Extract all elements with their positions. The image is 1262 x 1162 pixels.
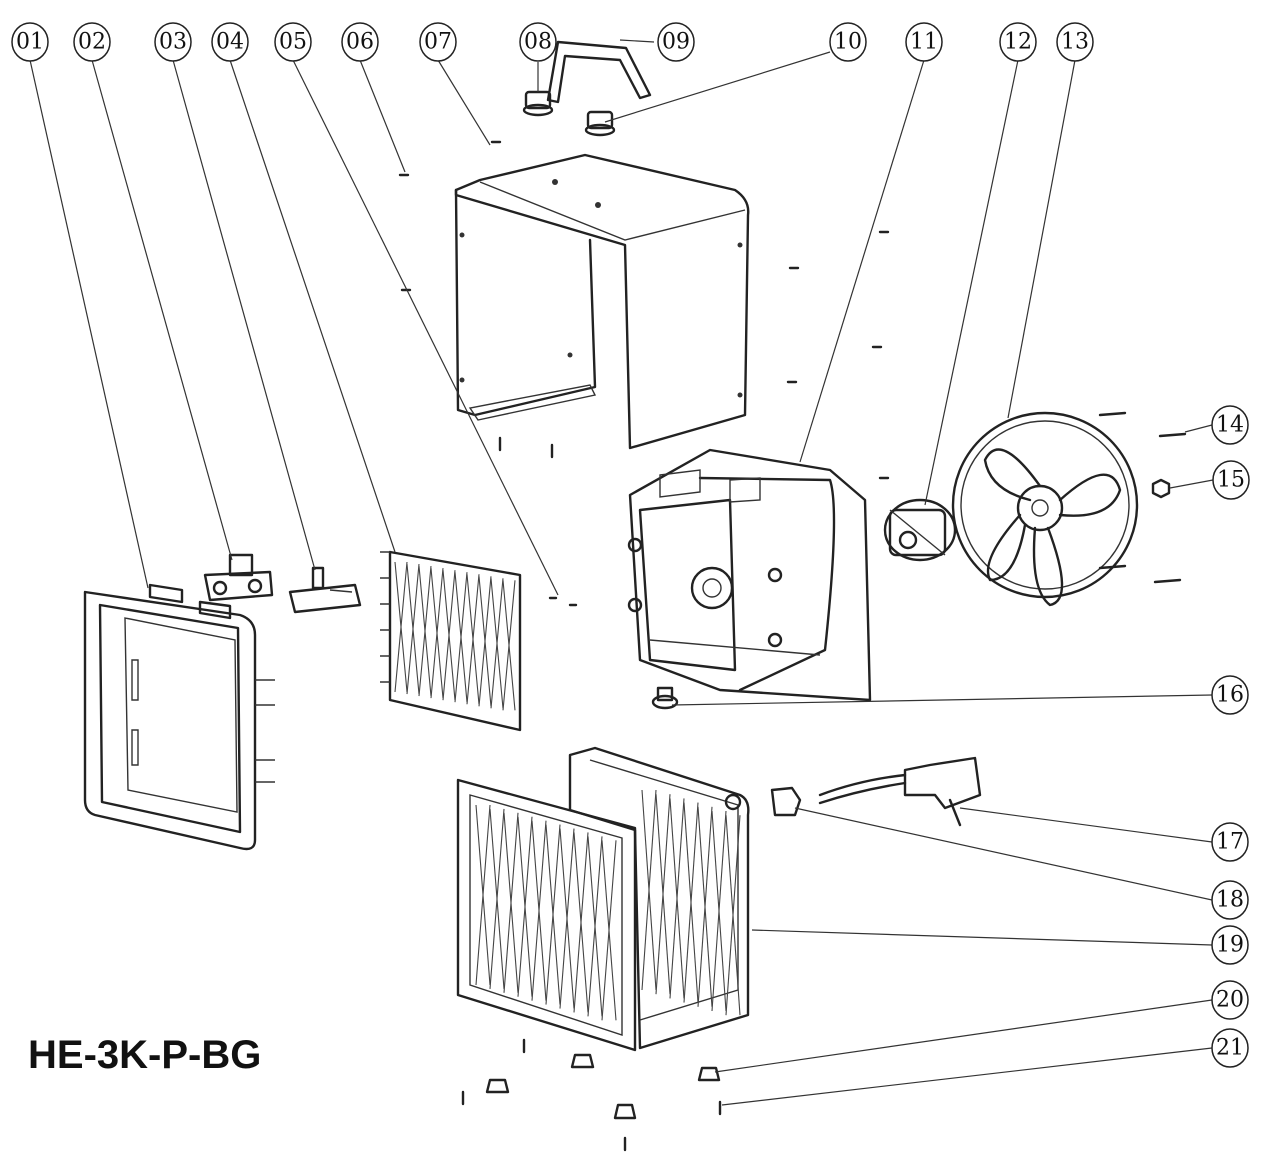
svg-text:19: 19 [1216, 933, 1244, 958]
thermal-fuse-part [651, 686, 679, 710]
cable-clamp-part [770, 786, 802, 817]
svg-text:01: 01 [16, 30, 44, 55]
nut-part [1151, 478, 1171, 499]
callout-14: 14 [1211, 405, 1249, 445]
switch-part [203, 553, 274, 602]
screw-set-cover [398, 140, 890, 607]
power-plug-part [818, 756, 982, 827]
callout-20: 20 [1211, 980, 1249, 1020]
svg-text:10: 10 [834, 30, 862, 55]
front-frame-part [83, 583, 275, 851]
motor-part [883, 498, 957, 562]
callout-11: 11 [905, 22, 943, 62]
svg-text:16: 16 [1216, 683, 1244, 708]
top-cover-part [454, 153, 750, 450]
front-grille-part [456, 778, 637, 1052]
callout-06: 06 [341, 22, 379, 62]
callout-21: 21 [1211, 1028, 1249, 1068]
knob-part-right [584, 110, 616, 137]
thermostat-part [288, 566, 362, 614]
svg-text:05: 05 [279, 30, 307, 55]
svg-text:20: 20 [1216, 988, 1244, 1013]
callout-02: 02 [73, 22, 111, 62]
svg-text:08: 08 [524, 30, 552, 55]
callout-15: 15 [1212, 460, 1250, 500]
callout-12: 12 [999, 22, 1037, 62]
callout-05: 05 [274, 22, 312, 62]
callout-18: 18 [1211, 880, 1249, 920]
svg-text:03: 03 [159, 30, 187, 55]
svg-text:18: 18 [1216, 888, 1244, 913]
callout-07: 07 [419, 22, 457, 62]
callout-09: 09 [657, 22, 695, 62]
svg-text:04: 04 [216, 30, 244, 55]
screw-part [1098, 411, 1187, 584]
svg-text:13: 13 [1061, 30, 1089, 55]
callout-19: 19 [1211, 925, 1249, 965]
back-housing-part [627, 448, 872, 702]
svg-text:06: 06 [346, 30, 374, 55]
model-number-label: HE-3K-P-BG [28, 1033, 261, 1077]
svg-text:15: 15 [1217, 468, 1245, 493]
fan-blade-part [951, 411, 1139, 607]
svg-text:17: 17 [1216, 830, 1244, 855]
callout-13: 13 [1056, 22, 1094, 62]
callout-leader-lines [29, 39, 1214, 1106]
callout-17: 17 [1211, 822, 1249, 862]
svg-text:11: 11 [910, 30, 938, 55]
foot-part-set [485, 1053, 721, 1120]
svg-text:21: 21 [1216, 1036, 1244, 1061]
svg-text:09: 09 [662, 30, 690, 55]
callout-04: 04 [211, 22, 249, 62]
svg-text:12: 12 [1004, 30, 1032, 55]
callout-10: 10 [829, 22, 867, 62]
callout-03: 03 [154, 22, 192, 62]
svg-text:14: 14 [1216, 413, 1244, 438]
callout-08: 08 [519, 22, 557, 62]
heating-element-part [380, 550, 522, 732]
svg-text:07: 07 [424, 30, 452, 55]
svg-text:02: 02 [78, 30, 106, 55]
foot-screw-set [461, 1038, 722, 1152]
callout-16: 16 [1211, 675, 1249, 715]
rear-grille-part [568, 746, 750, 1050]
callout-01: 01 [11, 22, 49, 62]
handle-part [546, 40, 652, 104]
